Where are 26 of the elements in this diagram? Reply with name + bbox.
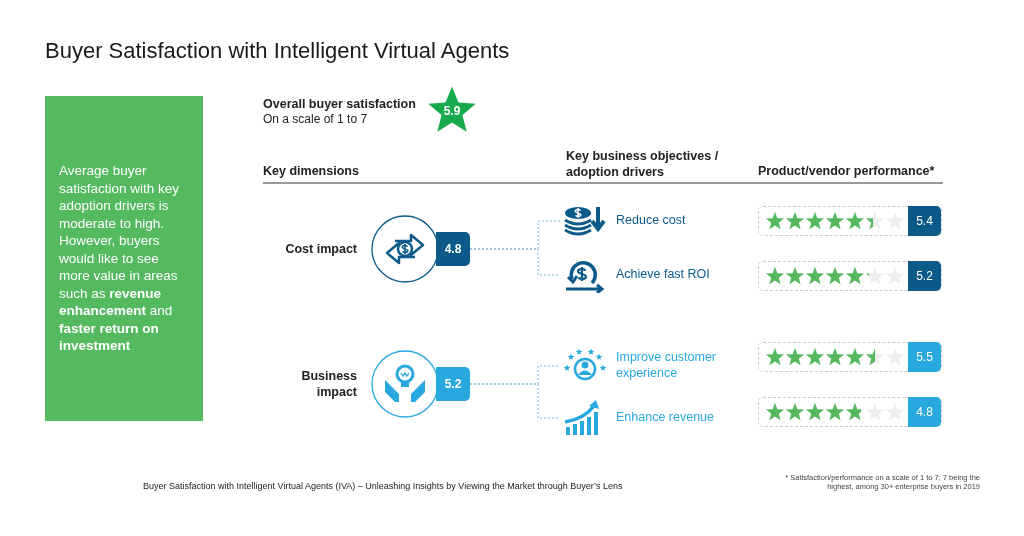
dimension-label: Cost impact — [284, 240, 357, 258]
dimension-label: Business impact — [300, 367, 357, 401]
rating-value: 4.8 — [908, 397, 941, 427]
column-header: Key business objectives / adoption drivers — [566, 149, 720, 181]
column-header: Product/vendor performance* — [758, 164, 935, 180]
scale-note: On a scale of 1 to 7 — [263, 112, 368, 127]
score-badge: 5.2 — [436, 367, 470, 401]
summary-panel — [45, 96, 203, 421]
title: Buyer Satisfaction with Intelligent Virtual Agents — [45, 38, 510, 64]
objective-label: Reduce cost — [616, 213, 687, 229]
rating-bar — [758, 206, 942, 236]
rating-bar — [758, 342, 942, 372]
summary-text: Average buyer satisfaction with key adoption drivers is moderate to high. However, buyers would like to see more value in areas such as revenue enhancement and faster return on investment — [59, 162, 181, 355]
objective-label: Improve customer experience — [616, 350, 718, 382]
source-note: Buyer Satisfaction with Intelligent Virtual Agents (IVA) – Unleashing Insights by Viewing the Market through Buyer’s Lens — [143, 481, 623, 493]
score-badge: 4.8 — [436, 232, 470, 266]
subtitle: Overall buyer satisfaction — [263, 97, 416, 113]
rating-bar — [758, 397, 942, 427]
rating-bar — [758, 261, 942, 291]
rating-value: 5.4 — [908, 206, 941, 236]
objective-label: Enhance revenue — [616, 410, 715, 426]
score-value: 5.9 — [442, 104, 462, 119]
column-header: Key dimensions — [263, 164, 359, 180]
rating-value: 5.2 — [908, 261, 941, 291]
objective-label: Achieve fast ROI — [616, 267, 711, 283]
rating-value: 5.5 — [908, 342, 941, 372]
